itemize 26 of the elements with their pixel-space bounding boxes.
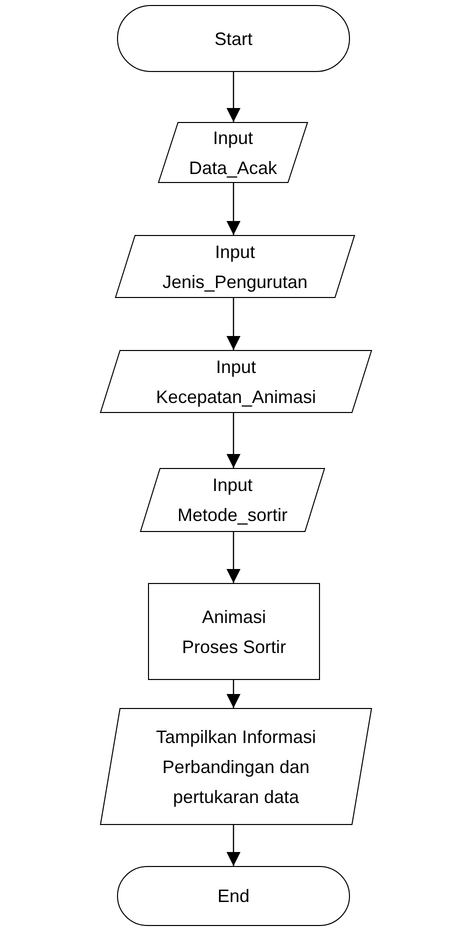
arrow: [226, 825, 240, 866]
node-label: Start: [214, 28, 252, 50]
node-label: Data_Acak: [188, 156, 278, 180]
arrow: [226, 72, 240, 122]
node-label: Input: [214, 240, 256, 264]
node-label: Jenis_Pengurutan: [162, 270, 308, 294]
node-label: Tampilkan Informasi Perbandingan dan pertukaran data: [154, 726, 318, 809]
input-parallelogram: [140, 468, 325, 532]
process-box: [148, 583, 320, 680]
arrow: [226, 413, 240, 468]
node-label: Kecepatan_Animasi: [156, 386, 316, 409]
node-label: End: [217, 885, 250, 908]
node-label: Animasi: [202, 606, 266, 628]
node-label: Input: [212, 474, 253, 497]
input-parallelogram: [115, 235, 355, 298]
input-parallelogram: [100, 708, 372, 825]
node-label: Input: [212, 126, 254, 150]
node-label: Proses Sortir: [182, 636, 286, 658]
arrow: [226, 183, 240, 235]
input-parallelogram: [158, 122, 308, 183]
arrow: [226, 298, 240, 350]
arrow: [226, 532, 240, 583]
arrow: [226, 680, 240, 708]
input-parallelogram: [100, 350, 372, 413]
node-label: Metode_sortir: [177, 504, 288, 527]
node-label: Input: [216, 356, 256, 379]
